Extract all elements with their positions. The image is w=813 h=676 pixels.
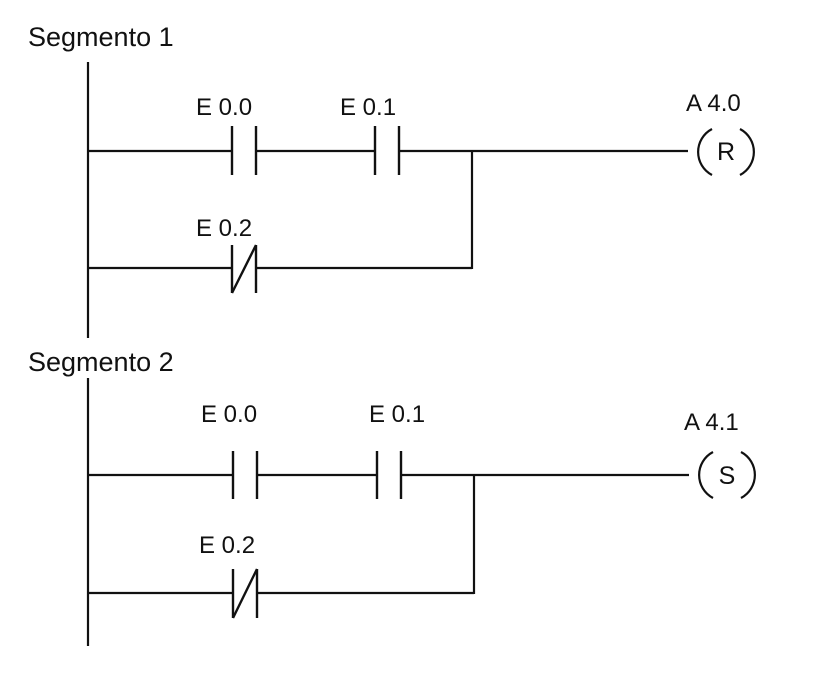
coil-type-letter: R xyxy=(717,138,735,166)
segment-1-coil-a40[interactable]: A 4.0 R xyxy=(686,90,755,176)
contact-label: E 0.0 xyxy=(196,94,252,121)
coil-arc-left xyxy=(698,451,714,499)
segment-1-contact-e01[interactable]: E 0.1 xyxy=(340,94,401,175)
coil-label: A 4.0 xyxy=(686,90,741,117)
contact-label: E 0.2 xyxy=(199,532,255,559)
coil-type-letter: S xyxy=(719,462,736,490)
normally-closed-slash xyxy=(230,244,258,294)
segment-2-contact-e02[interactable]: E 0.2 xyxy=(199,532,259,619)
segment-1-title: Segmento 1 xyxy=(28,22,174,52)
coil-arc-right xyxy=(739,128,755,176)
segment-1-contact-e02[interactable]: E 0.2 xyxy=(196,215,258,294)
segment-2-coil-a41[interactable]: A 4.1 S xyxy=(684,409,756,499)
contact-label: E 0.2 xyxy=(196,215,252,242)
normally-closed-slash xyxy=(231,568,259,619)
contact-label: E 0.1 xyxy=(369,401,425,428)
coil-arc-right xyxy=(740,451,756,499)
segment-1-contact-e00[interactable]: E 0.0 xyxy=(196,94,258,175)
segment-2-contact-e01[interactable]: E 0.1 xyxy=(369,401,425,499)
segment-2: Segmento 2 E 0.0 E 0.1 E 0.2 A 4.1 xyxy=(28,347,756,646)
contact-label: E 0.0 xyxy=(201,401,257,428)
segment-2-title: Segmento 2 xyxy=(28,347,174,377)
segment-2-contact-e00[interactable]: E 0.0 xyxy=(201,401,259,499)
coil-arc-left xyxy=(697,128,713,176)
contact-label: E 0.1 xyxy=(340,94,396,121)
segment-1: Segmento 1 E 0.0 E 0.1 E 0.2 A 4 xyxy=(28,22,755,338)
coil-label: A 4.1 xyxy=(684,409,739,436)
